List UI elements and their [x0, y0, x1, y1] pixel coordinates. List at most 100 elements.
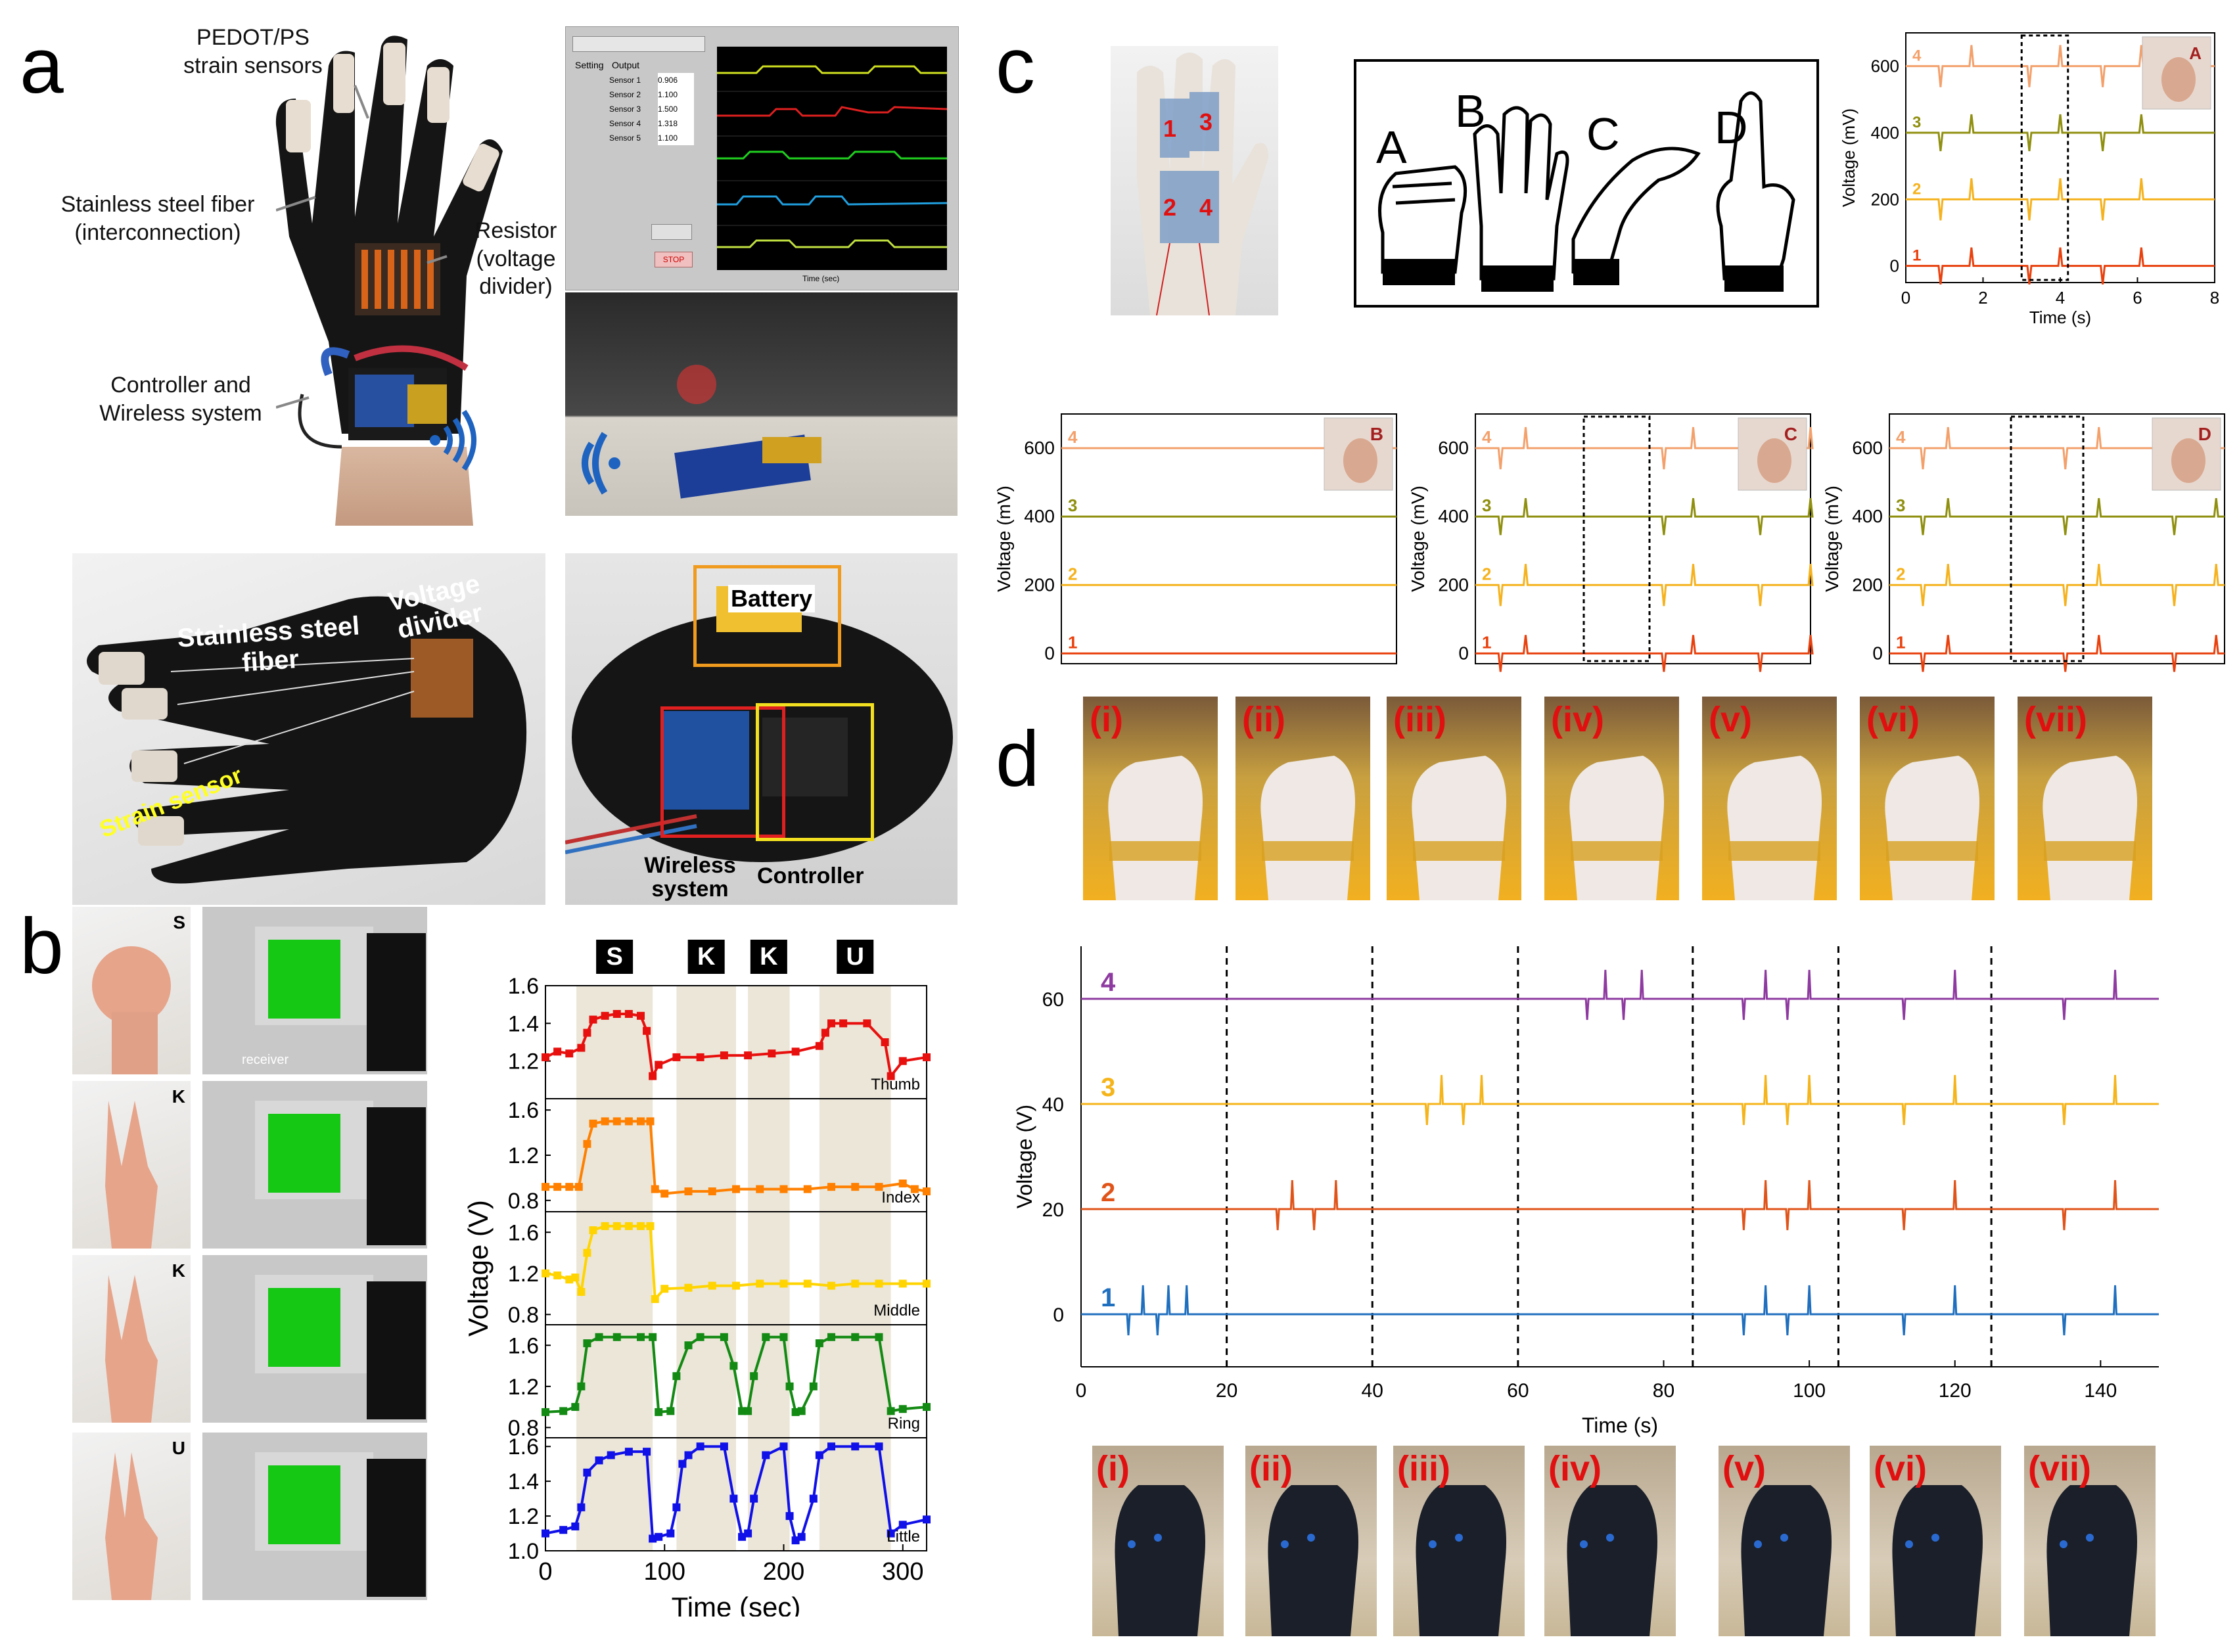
x-tick-label: 140 — [2084, 1380, 2117, 1402]
y-tick-label: 1.0 — [508, 1539, 539, 1564]
data-point — [583, 1468, 591, 1477]
data-point — [738, 1407, 747, 1415]
data-point — [612, 1010, 621, 1018]
data-point — [732, 1281, 740, 1290]
data-point — [612, 1222, 621, 1230]
data-point — [542, 1408, 549, 1416]
y-tick-label: 400 — [1852, 506, 1883, 526]
data-point — [601, 1222, 609, 1230]
data-point — [646, 1117, 655, 1126]
plot-time-label: Time (sec) — [802, 274, 840, 283]
data-point — [612, 1333, 621, 1341]
data-point — [797, 1532, 806, 1541]
x-axis-label: Time (s) — [2029, 308, 2091, 327]
sensor-trace-label: 3 — [1101, 1073, 1115, 1102]
data-point — [768, 1049, 776, 1058]
data-point — [607, 1451, 615, 1459]
stop-button[interactable]: STOP — [655, 252, 693, 267]
x-tick-label: 200 — [763, 1558, 804, 1586]
data-point — [589, 1226, 597, 1235]
sensor-trace-label: 1 — [1068, 632, 1077, 652]
letter-band-label-bg — [837, 940, 874, 974]
y-tick-label: 400 — [1024, 506, 1055, 526]
data-point — [791, 1047, 800, 1056]
data-point — [851, 1183, 860, 1191]
software-screenshot: Setting Output Sensor 1 Sensor 2 Sensor … — [565, 26, 959, 290]
data-point — [649, 1534, 657, 1543]
receiver-screen-k2 — [202, 1255, 427, 1423]
letter-band-label: S — [606, 943, 622, 971]
data-point — [583, 1139, 591, 1148]
roman-label: (vi) — [1874, 1449, 1927, 1488]
sensor-trace-label: 4 — [1482, 427, 1492, 447]
highlight-box — [1582, 415, 1651, 662]
inset-letter: C — [1784, 424, 1797, 444]
data-point — [815, 1042, 823, 1050]
inset-letter: B — [1370, 424, 1383, 444]
data-point — [756, 1279, 764, 1288]
sensor-name: Sensor 4 — [609, 119, 641, 128]
resistor-label: Resistor (voltage divider) — [474, 218, 557, 299]
receiver-label: receiver — [242, 1053, 289, 1067]
robot-hand-photo: (i) — [1092, 1446, 1224, 1636]
data-point — [624, 1222, 633, 1230]
robot-hand-photo: (vii) — [2024, 1446, 2156, 1636]
y-tick-label: 600 — [1871, 57, 1899, 76]
data-point — [553, 1271, 562, 1279]
data-point — [779, 1279, 788, 1288]
y-tick-label: 600 — [1024, 438, 1055, 458]
data-point — [791, 1536, 800, 1545]
x-tick-label: 0 — [1901, 288, 1910, 308]
controller-box — [756, 703, 874, 841]
robot-hand-photo: (vi) — [1870, 1446, 2001, 1636]
x-tick-label: 60 — [1507, 1380, 1529, 1402]
hand-photo-u: U — [72, 1433, 191, 1600]
sign-letter: B — [1455, 85, 1486, 137]
data-point — [559, 1407, 568, 1415]
x-tick-label: 8 — [2210, 288, 2219, 308]
data-point — [898, 1405, 907, 1413]
sensor-value: 1.318 — [658, 119, 678, 128]
robot-hand-photo: (iii) — [1393, 1446, 1525, 1636]
x-tick-label: 20 — [1216, 1380, 1237, 1402]
data-point — [612, 1117, 621, 1126]
letter-band — [748, 986, 790, 1551]
data-point — [583, 1339, 591, 1348]
data-point — [875, 1442, 883, 1451]
letter-band — [576, 986, 653, 1551]
sensor-trace-4 — [1906, 45, 2215, 87]
y-tick-label: 0.8 — [508, 1189, 539, 1214]
glove-photo — [250, 26, 526, 526]
data-point — [779, 1442, 788, 1451]
data-point — [672, 1503, 681, 1511]
y-tick-label: 1.4 — [508, 1011, 539, 1036]
sensor-trace-label: 1 — [1912, 247, 1921, 265]
data-point — [923, 1187, 931, 1196]
series-line-thumb — [545, 1013, 927, 1081]
x-axis-label: Time (s) — [1582, 1413, 1658, 1437]
data-point — [744, 1407, 752, 1415]
sensor-trace-label: 2 — [1912, 180, 1921, 198]
data-point — [666, 1407, 675, 1415]
data-point — [643, 1026, 651, 1035]
robot-glove-photo: (v) — [1702, 697, 1837, 900]
data-point — [815, 1451, 823, 1459]
data-point — [762, 1333, 770, 1341]
output-label: Output — [612, 60, 640, 70]
y-tick-label: 200 — [1852, 574, 1883, 595]
data-point — [666, 1529, 675, 1538]
data-point — [624, 1117, 633, 1126]
sensor-list: Sensor 1 Sensor 2 Sensor 3 Sensor 4 Sens… — [609, 73, 662, 145]
sensor-trace-3 — [1475, 498, 1814, 536]
sensor-plot — [717, 47, 948, 270]
sign-language-diagram: A B C D — [1354, 59, 1819, 308]
series-label: Little — [887, 1528, 920, 1546]
sensor-trace-2 — [1889, 564, 2225, 607]
roman-label: (i) — [1096, 1449, 1130, 1488]
series-line-little — [545, 1444, 927, 1543]
y-tick-label: 20 — [1042, 1199, 1064, 1221]
data-point — [827, 1281, 835, 1290]
panel-label-a: a — [20, 22, 64, 110]
